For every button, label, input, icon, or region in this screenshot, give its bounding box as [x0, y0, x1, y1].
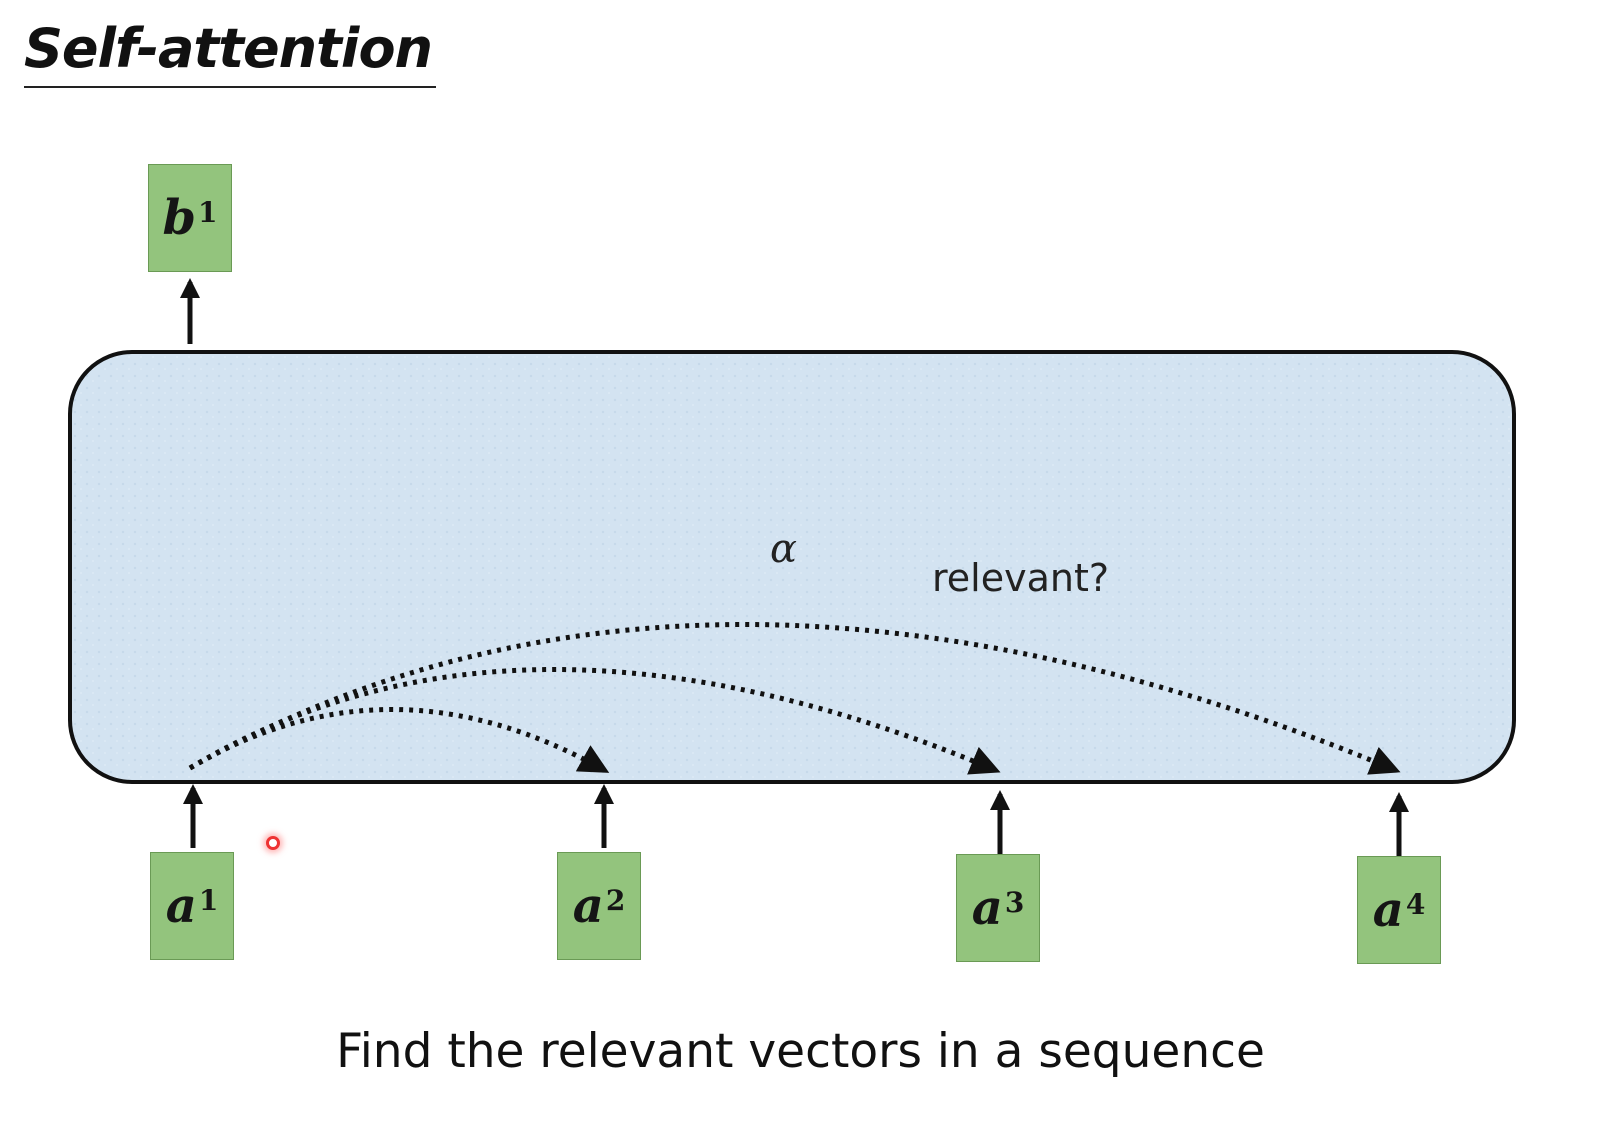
laser-pointer-dot: [266, 836, 280, 850]
vector-base: a: [971, 880, 1003, 936]
self-attention-block: [68, 350, 1516, 784]
vector-superscript: 3: [1004, 885, 1025, 919]
alpha-label: α: [770, 526, 798, 572]
vector-base: a: [572, 878, 604, 934]
vector-base: a: [1372, 882, 1404, 938]
slide-caption: Find the relevant vectors in a sequence: [336, 1024, 1265, 1079]
vector-superscript: 1: [198, 195, 218, 229]
vector-superscript: 2: [605, 883, 626, 917]
vector-superscript: 1: [198, 883, 219, 917]
vector-superscript: 4: [1405, 887, 1426, 921]
vector-base: a: [165, 878, 197, 934]
relevance-arc-a1-a4: [188, 622, 1401, 775]
vector-base: b: [162, 190, 197, 246]
relevant-label: relevant?: [932, 556, 1110, 600]
slide-title: Self-attention: [24, 14, 436, 88]
